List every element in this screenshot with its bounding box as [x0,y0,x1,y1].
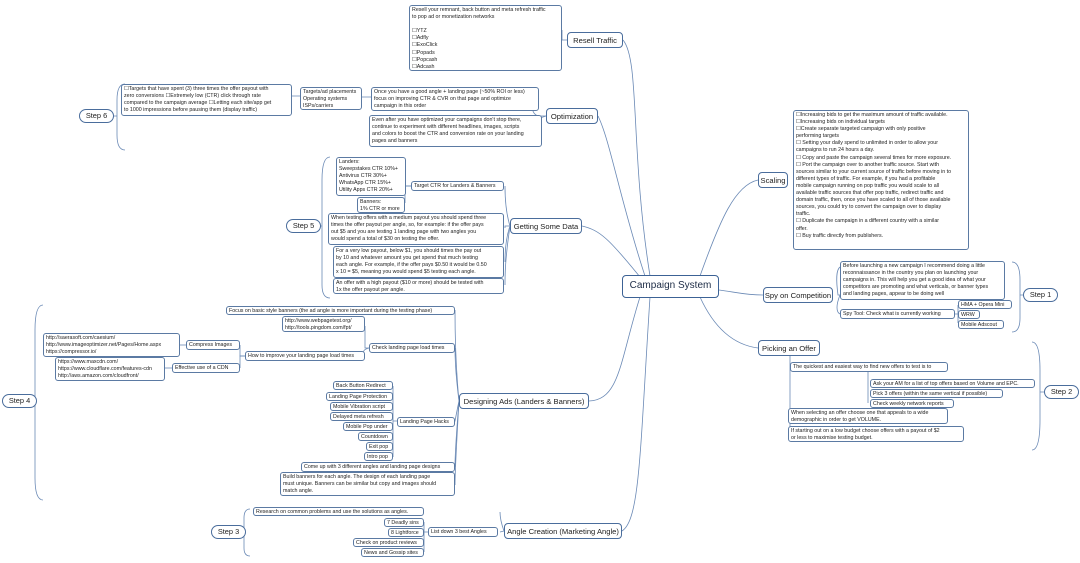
step-1-label[interactable]: Step 1 [1023,288,1058,302]
spy-tool-hma-opera: HMA + Opera Mini [958,300,1012,309]
compress-tools-urls: http://saerasoft.com/caesium/ http://www… [43,333,180,357]
offer-option-weekly-reports: Check weekly network reports [870,399,954,408]
three-angles-node: Come up with 3 different angles and land… [301,462,455,472]
hack-mobile-vibration: Mobile Vibration script [330,402,393,411]
research-problems-note: Research on common problems and use the … [253,507,424,516]
compress-images-node: Compress Images [186,340,240,350]
topic-picking-an-offer[interactable]: Picking an Offer [758,340,820,356]
step-3-label[interactable]: Step 3 [211,525,246,539]
link-angle [621,296,651,532]
bracket-step2 [1031,341,1044,451]
spy-tool-node: Spy Tool: Check what is currently workin… [840,309,955,319]
bracket-step1 [1011,261,1024,333]
link-designing [588,296,641,402]
resell-note: Resell your remnant, back button and met… [409,5,562,71]
angle-source-news-gossip: News and Gossip sites [361,548,424,557]
scaling-note: ☐Increasing bids to get the maximum amou… [793,110,969,250]
optimization-placements: Targets/ad placements Operating systems … [300,87,362,110]
speed-check-urls: http://www.webpagetest.org/ http://tools… [282,316,365,332]
link-spy [718,289,764,296]
link-getting-data [581,225,641,278]
topic-spy-on-competition[interactable]: Spy on Competition [763,287,833,303]
list-best-angles-node: List down 3 best Angles [428,527,498,537]
topic-designing-ads[interactable]: Designing Ads (Landers & Banners) [459,393,589,409]
optimization-experiment-note: Even after you have optimized your campa… [369,115,542,147]
angle-source-lightforce: 8 Lightforce [388,528,424,537]
angle-source-product-reviews: Check on product reviews [353,538,424,547]
hack-back-button-redirect: Back Button Redirect [333,381,393,390]
spy-recon-note: Before launching a new campaign I recomm… [840,261,1005,300]
improve-load-times-node: How to improve your landing page load ti… [245,351,365,361]
cdn-urls: https://www.maxcdn.com/ https://www.clou… [55,357,165,381]
step-2-label[interactable]: Step 2 [1044,385,1079,399]
link-optimization [597,115,646,277]
offer-option-ask-am: Ask your AM for a list of top offers bas… [870,379,1035,388]
hack-intro-pop: Intro pop [364,452,393,461]
topic-scaling[interactable]: Scaling [758,172,788,188]
low-payout-note: For a very low payout, below $1, you sho… [333,246,504,278]
central-topic[interactable]: Campaign System [622,275,719,298]
check-load-times-node: Check landing page load times [369,343,455,353]
angle-source-deadly-sins: 7 Deadly sins [384,518,424,527]
quickest-way-node: The quickest and easiest way to find new… [790,362,948,372]
hack-exit-pop: Exit pop [366,442,393,451]
high-payout-note: An offer with a high payout ($10 or more… [333,278,504,294]
optimization-angle-note: Once you have a good angle + landing pag… [371,87,539,111]
step-4-label[interactable]: Step 4 [2,394,37,408]
wide-demographic-note: When selecting an offer choose one that … [788,408,948,424]
target-ctr-label: Target CTR for Landers & Banners [411,181,504,191]
spy-tool-wrw: WRW [958,310,980,319]
target-ctr-landers-list: Landers: Sweepstakes CTR 10%+ Antivirus … [336,157,406,196]
topic-angle-creation[interactable]: Angle Creation (Marketing Angle) [504,523,622,539]
hack-landing-page-protection: Landing Page Protection [326,392,393,401]
spy-tool-mobile-adscout: Mobile Adscout [958,320,1004,329]
step-6-label[interactable]: Step 6 [79,109,114,123]
basic-banners-note: Focus on basic style banners (the ad ang… [226,306,455,315]
link-resell [622,39,651,277]
link-picking [699,296,759,349]
hack-delayed-meta-refresh: Delayed meta refresh [330,412,393,421]
build-banners-note: Build banners for each angle. The design… [280,472,455,496]
cdn-node: Effective use of a CDN [172,363,240,373]
landing-page-hacks-node: Landing Page Hacks [397,417,455,427]
target-ctr-banners: Banners: 1% CTR or more [357,197,405,213]
hack-countdown: Countdown [358,432,393,441]
link-scaling [699,179,759,277]
topic-resell-traffic[interactable]: Resell Traffic [567,32,623,48]
optimization-targets-note: ☐Targets that have spent (3) three times… [121,84,292,116]
low-budget-note: If starting out on a low budget choose o… [788,426,964,442]
offer-option-pick-three: Pick 3 offers (within the same vertical … [870,389,1003,398]
topic-optimization[interactable]: Optimization [546,108,598,124]
step-5-label[interactable]: Step 5 [286,219,321,233]
topic-getting-some-data[interactable]: Getting Some Data [510,218,582,234]
hack-mobile-pop-under: Mobile Pop under [343,422,393,431]
medium-payout-note: When testing offers with a medium payout… [328,213,504,245]
